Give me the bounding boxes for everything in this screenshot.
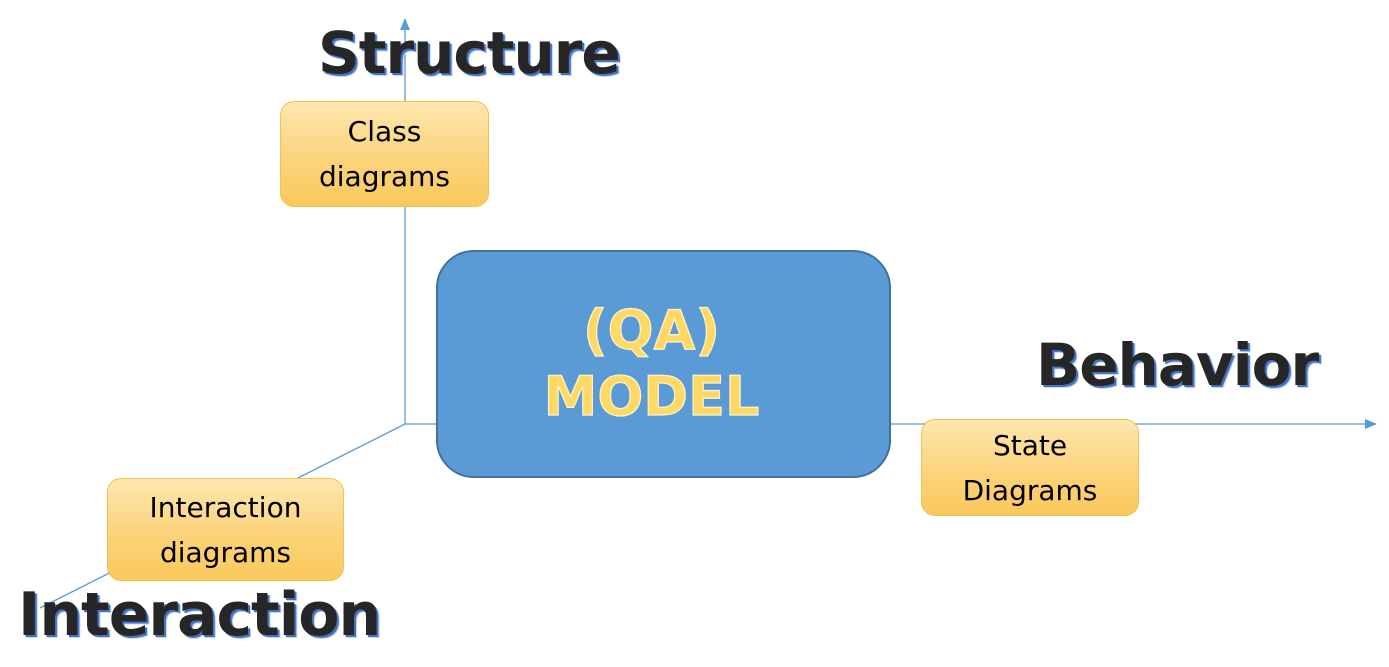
qa-model-box: (QA) MODEL	[436, 250, 891, 478]
model-label-line2: MODEL	[543, 364, 760, 428]
state-diagrams-box: State Diagrams	[921, 419, 1139, 516]
class-diagrams-box: Class diagrams	[280, 101, 489, 207]
interaction-axis-title: Interaction	[18, 580, 381, 650]
interaction-diagrams-box: Interaction diagrams	[107, 478, 344, 581]
interaction-diagrams-label: Interaction diagrams	[149, 490, 302, 569]
behavior-axis-title: Behavior	[1036, 331, 1319, 399]
class-diagrams-label: Class diagrams	[318, 115, 451, 193]
model-label-line1: (QA)	[582, 298, 721, 362]
state-diagrams-label: State Diagrams	[962, 428, 1098, 507]
structure-axis-title: Structure	[318, 19, 621, 87]
